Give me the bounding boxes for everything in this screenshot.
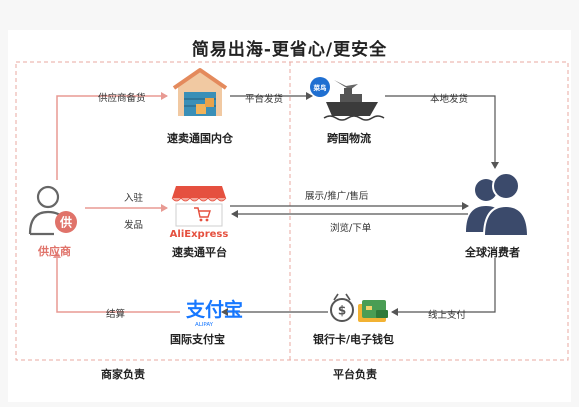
edge-label-logistics-consumers: 本地发货	[430, 94, 469, 105]
node-label-bank: 银行卡/电子钱包	[313, 333, 395, 346]
node-label-warehouse: 速卖通国内仓	[167, 132, 233, 145]
edge-label-platform-consumers: 展示/推广/售后	[305, 191, 369, 202]
edge-supplier-warehouse	[56, 92, 168, 180]
edge-logistics-consumers	[385, 95, 499, 169]
edge-payment-supplier	[53, 251, 180, 313]
alipay-logo-icon: 支付宝 ALIPAY	[185, 298, 243, 328]
aliexpress-brand-text: AliExpress	[170, 229, 229, 240]
edge-label-supplier-platform-1: 入驻	[124, 193, 144, 204]
edge-label-payment-supplier: 结算	[106, 309, 126, 320]
edge-label-consumers-platform: 浏览/下单	[330, 223, 372, 234]
node-label-logistics: 跨国物流	[327, 132, 371, 145]
footer-merchant-responsibility: 商家负责	[101, 368, 145, 381]
edge-label-supplier-platform-2: 发品	[124, 220, 144, 231]
node-label-platform: 速卖通平台	[172, 246, 227, 259]
bank-card-wallet-icon: $	[330, 293, 388, 322]
warehouse-icon	[172, 68, 228, 116]
aliexpress-store-icon: AliExpress	[170, 186, 229, 240]
consumers-group-icon	[466, 172, 530, 237]
edge-consumers-bank	[391, 258, 496, 316]
edge-label-supplier-warehouse: 供应商备货	[98, 93, 146, 104]
outer-dashed-border	[15, 61, 569, 361]
diagram-title: 简易出海-更省心/更安全	[191, 40, 388, 60]
footer-platform-responsibility: 平台负责	[333, 368, 377, 381]
node-label-consumers: 全球消费者	[465, 246, 520, 259]
supplier-person-icon: 供	[28, 185, 77, 236]
cargo-ship-icon: 菜鸟	[310, 77, 385, 121]
alipay-brand-text: 支付宝	[185, 298, 243, 321]
supplier-badge-text: 供	[59, 215, 72, 230]
node-label-supplier: 供应商	[38, 245, 71, 258]
alipay-brand-sub-text: ALIPAY	[195, 322, 214, 328]
node-label-payment: 国际支付宝	[170, 333, 225, 346]
edge-label-consumers-bank: 线上支付	[428, 310, 467, 321]
edge-label-warehouse-logistics: 平台发货	[245, 94, 284, 105]
svg-text:$: $	[338, 304, 346, 318]
cainiao-badge-text: 菜鸟	[313, 83, 328, 92]
